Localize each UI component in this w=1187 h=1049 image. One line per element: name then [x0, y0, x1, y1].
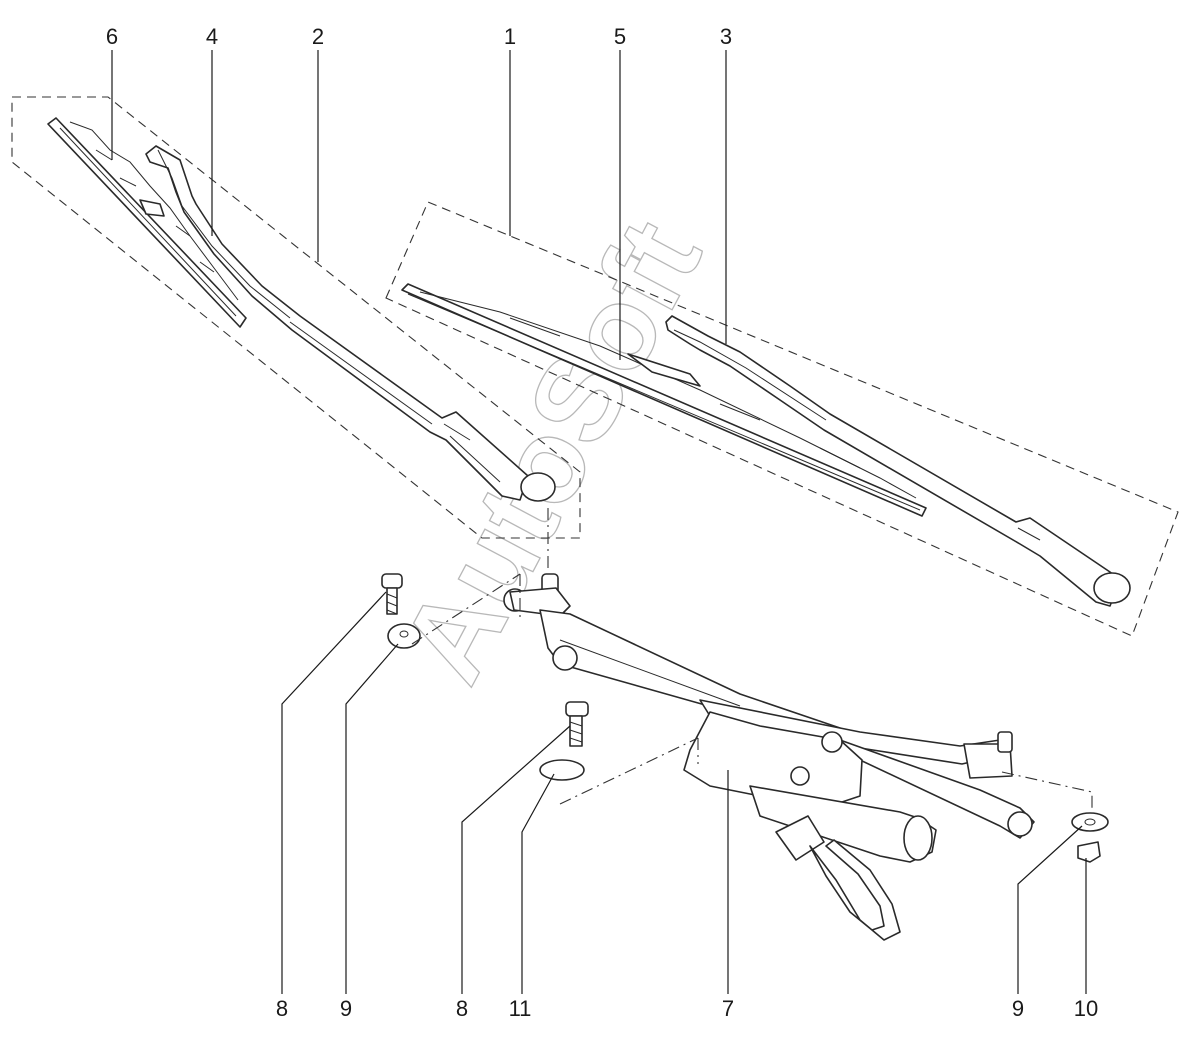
right-wiper-arm [665, 315, 1131, 607]
right-wiper-blade [401, 283, 927, 517]
leader-9b [1017, 825, 1083, 994]
left-assembly-frame [11, 96, 581, 539]
alignment-line-left [411, 573, 521, 645]
washer-11 [539, 759, 585, 781]
callout-11: 11 [509, 996, 532, 1021]
callout-10: 10 [1074, 996, 1098, 1021]
callout-8-left: 8 [276, 996, 288, 1021]
callout-8-center: 8 [456, 996, 468, 1021]
alignment-line-right [1001, 771, 1093, 812]
bolt-8-center [565, 701, 589, 747]
callout-1: 1 [504, 24, 516, 49]
callout-9-right: 9 [1012, 996, 1024, 1021]
callout-3: 3 [720, 24, 732, 49]
callout-7: 7 [722, 996, 734, 1021]
left-wiper-blade [47, 117, 247, 328]
leader-9a [345, 643, 399, 994]
alignment-line-center [559, 737, 699, 805]
callout-labels: 6 4 2 1 5 3 8 9 8 11 7 9 10 [106, 24, 1098, 1021]
bolt-8-left [381, 573, 403, 615]
leader-8a [281, 591, 387, 994]
washer-9-right [1071, 812, 1109, 832]
callout-4: 4 [206, 24, 218, 49]
callout-2: 2 [312, 24, 324, 49]
washer-9-left [387, 623, 421, 649]
callout-6: 6 [106, 24, 118, 49]
callout-9-left: 9 [340, 996, 352, 1021]
leader-lines [111, 50, 1087, 994]
callout-5: 5 [614, 24, 626, 49]
left-wiper-arm [145, 145, 556, 502]
leader-8b [461, 725, 571, 994]
nut-10 [1077, 841, 1101, 863]
leader-11 [521, 773, 555, 994]
right-assembly-frame [385, 201, 1179, 637]
wiper-linkage-motor [503, 573, 1035, 941]
